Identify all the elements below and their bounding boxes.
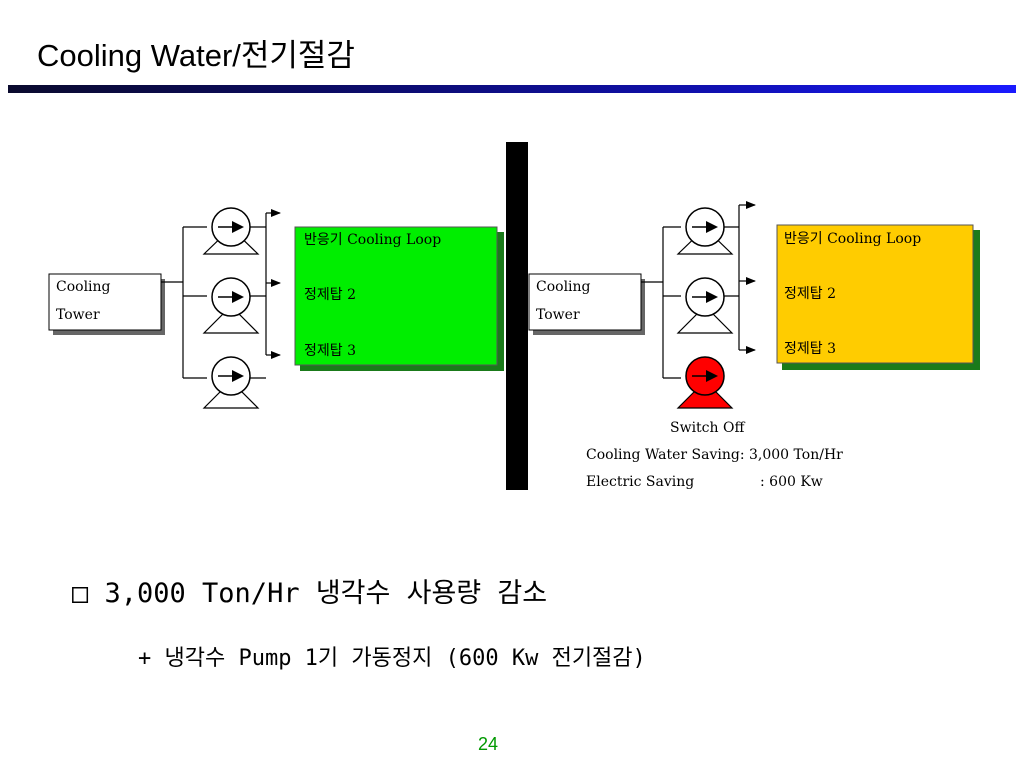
left-cooling-tower-box	[48, 273, 162, 331]
right-loop-item-2: 정제탑 2	[784, 286, 836, 302]
left-pump-3	[202, 356, 260, 409]
right-pump-2	[676, 277, 734, 334]
electric-saving-value: : 600 Kw	[760, 474, 823, 490]
right-panel: Cooling Tower	[528, 201, 980, 490]
left-loop-item-2: 정제탑 2	[304, 287, 356, 303]
right-loop-item-1: 반응기 Cooling Loop	[784, 231, 921, 247]
right-pump-3-switched-off	[676, 356, 734, 409]
left-tower-label-1: Cooling	[56, 279, 111, 295]
right-tower-label-2: Tower	[536, 307, 580, 323]
right-loop-item-3: 정제탑 3	[784, 341, 836, 357]
summary-bullet: □ 3,000 Ton/Hr 냉각수 사용량 감소	[72, 578, 548, 609]
panel-divider	[506, 142, 528, 490]
switch-off-label: Switch Off	[670, 420, 745, 436]
left-pump-2	[202, 277, 260, 334]
left-loop-item-3: 정제탑 3	[304, 343, 356, 359]
left-tower-label-2: Tower	[56, 307, 100, 323]
left-pump-1	[202, 207, 260, 255]
left-panel: Cooling Tower	[48, 207, 504, 409]
left-loop-item-1: 반응기 Cooling Loop	[304, 232, 441, 248]
electric-saving-label: Electric Saving	[586, 474, 694, 490]
page-number: 24	[478, 734, 499, 754]
page-title: Cooling Water/전기절감	[37, 38, 355, 73]
right-loop-box	[776, 224, 974, 364]
right-cooling-tower-box	[528, 273, 642, 331]
cooling-water-saving: Cooling Water Saving: 3,000 Ton/Hr	[586, 447, 843, 463]
summary-sub-bullet: + 냉각수 Pump 1기 가동정지 (600 Kw 전기절감)	[138, 646, 646, 671]
right-piping	[641, 201, 756, 379]
right-pump-1	[676, 207, 734, 255]
left-loop-box	[294, 226, 498, 366]
right-tower-label-1: Cooling	[536, 279, 591, 295]
title-underline	[8, 85, 1016, 93]
